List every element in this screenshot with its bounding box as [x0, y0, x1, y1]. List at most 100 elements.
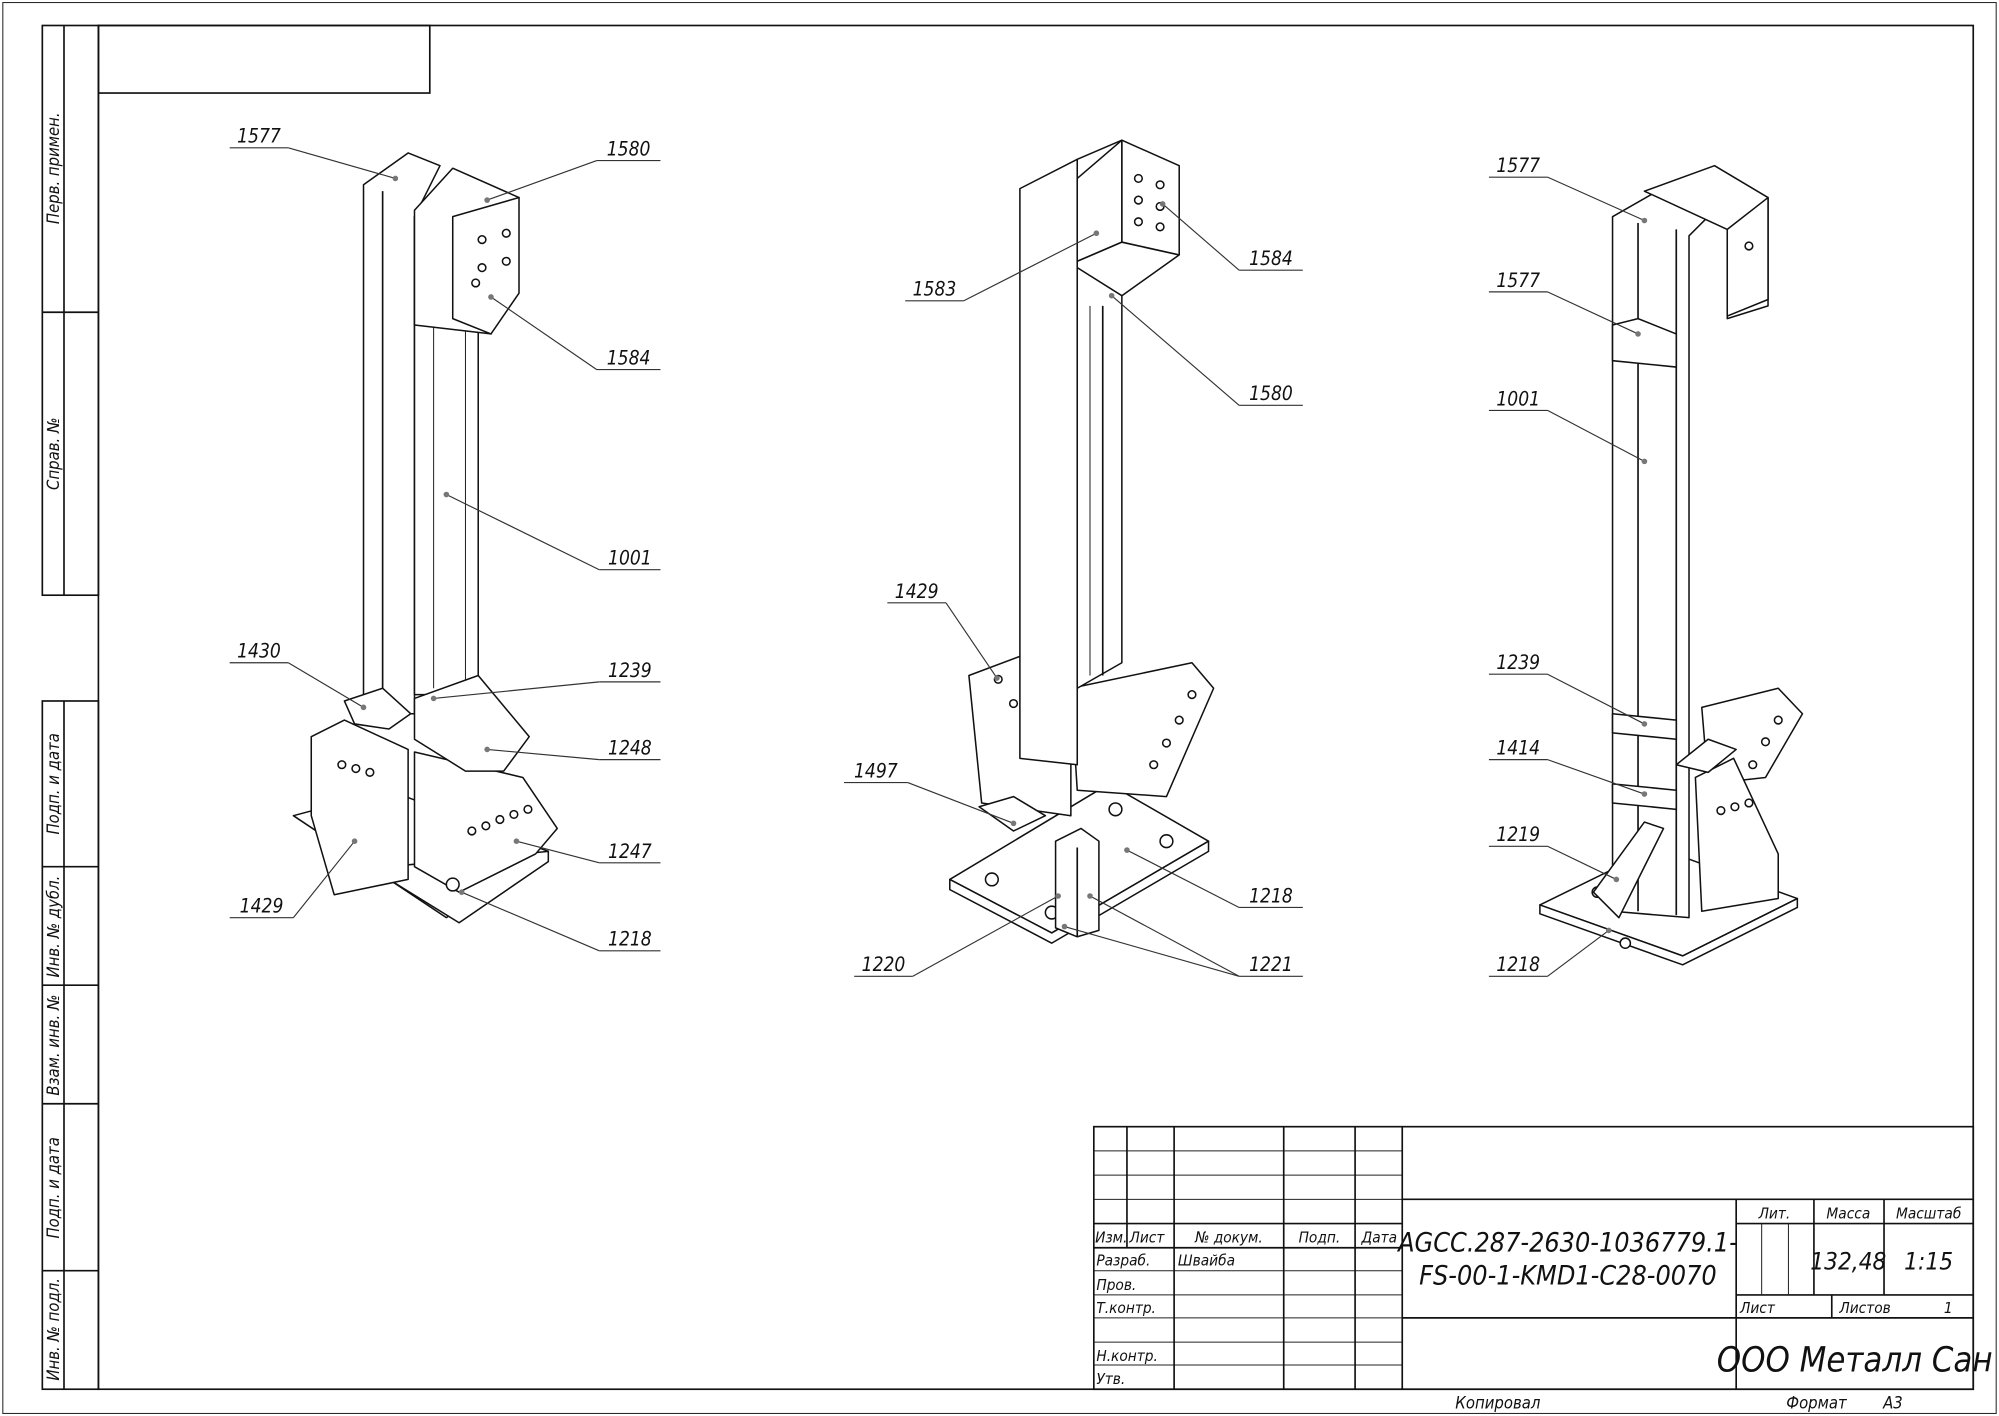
callout-dot: [513, 838, 520, 844]
callout-dot: [1641, 791, 1648, 797]
role-razrab: Разраб.: [1096, 1252, 1150, 1270]
callout-label: 1218: [1249, 884, 1293, 907]
lit-label: Лит.: [1758, 1204, 1791, 1222]
callout-1577: 1577: [1488, 154, 1648, 224]
callout-label: 1584: [1249, 247, 1293, 270]
callout-1577: 1577: [229, 125, 399, 182]
callout-dot: [1093, 230, 1100, 237]
designation-line-1: AGCC.287-2630-1036779.1-: [1396, 1228, 1738, 1259]
callout-1220: 1220: [854, 893, 1061, 977]
callout-leader: [963, 232, 1097, 302]
role-tkontr: Т.контр.: [1096, 1299, 1156, 1317]
callout-dot: [1641, 217, 1648, 224]
callout-leader: [1547, 291, 1639, 335]
callout-label: 1430: [237, 640, 281, 663]
callout-leader: [486, 160, 597, 201]
callout-label: 1577: [1496, 269, 1540, 292]
designation-line-2: FS-00-1-KMD1-C28-0070: [1419, 1261, 1717, 1292]
callout-label: 1497: [854, 759, 898, 782]
callout-label: 1414: [1496, 737, 1540, 760]
callout-1001: 1001: [443, 491, 661, 571]
header-doc-no: № докум.: [1194, 1229, 1263, 1247]
column-view-middle: [949, 139, 1215, 944]
callout-dot: [1641, 458, 1648, 465]
callout-dot: [1605, 927, 1612, 934]
callout-leader: [487, 748, 600, 761]
callout-leader: [490, 296, 598, 371]
callout-1580: 1580: [484, 137, 661, 203]
callout-label: 1001: [608, 547, 652, 570]
stamp-podp-data-1: Подп. и дата: [44, 733, 63, 834]
callout-leader: [1547, 759, 1645, 795]
callout-dot: [1641, 721, 1648, 727]
callout-leader: [945, 602, 998, 679]
callout-1218: 1218: [458, 889, 661, 952]
stamp-podp-data-2: Подп. и дата: [44, 1137, 63, 1238]
header-data: Дата: [1361, 1229, 1398, 1247]
callout-leader: [433, 681, 600, 700]
callout-layer: 1577 1580 1584 1001 1430 1239 1248 1247 1429 1218…: [229, 125, 1648, 977]
callout-leader: [1547, 845, 1617, 880]
callout-1218: 1218: [1124, 847, 1303, 909]
format-label: Формат: [1786, 1393, 1848, 1412]
callout-label: 1239: [608, 659, 652, 682]
callout-1429: 1429: [229, 838, 358, 919]
callout-label: 1221: [1249, 953, 1293, 976]
callout-label: 1218: [1496, 953, 1540, 976]
callout-1584: 1584: [1159, 201, 1303, 271]
callout-label: 1001: [1496, 387, 1540, 410]
stamp-sprav-no: Справ. №: [44, 418, 63, 490]
role-prov: Пров.: [1096, 1276, 1136, 1294]
callout-label: 1247: [608, 840, 652, 863]
mass-label: Масса: [1826, 1204, 1870, 1222]
callout-leader: [1547, 176, 1645, 222]
stamp-inv-podl: Инв. № подл.: [44, 1278, 63, 1381]
developer-name: Швайба: [1178, 1252, 1235, 1270]
column-view-left: [292, 152, 559, 924]
top-left-box: [97, 24, 431, 94]
column-view-right: [1539, 164, 1804, 966]
callout-1248: 1248: [484, 737, 661, 761]
callout-dot: [1087, 893, 1093, 899]
callout-dot: [392, 175, 399, 182]
callout-label: 1429: [240, 895, 284, 918]
callout-1239: 1239: [430, 659, 661, 702]
callout-dot: [484, 746, 490, 753]
callout-label: 1239: [1496, 651, 1540, 674]
callout-1429: 1429: [887, 580, 1000, 681]
callout-dot: [351, 838, 358, 844]
format-value: A3: [1882, 1393, 1903, 1412]
copied-label: Копировал: [1455, 1393, 1541, 1412]
callout-leader: [1547, 409, 1645, 462]
callout-leader: [1162, 203, 1240, 271]
callout-leader: [1547, 929, 1610, 977]
stamp-inv-dubl: Инв. № дубл.: [44, 876, 63, 978]
role-utv: Утв.: [1096, 1370, 1125, 1388]
callout-leader: [1064, 926, 1240, 977]
callout-dot: [458, 889, 465, 895]
callout-leader: [1111, 295, 1240, 406]
scale-label: Масштаб: [1896, 1204, 1962, 1222]
callout-dot: [1055, 893, 1061, 899]
callout-1221: 1221: [1061, 893, 1303, 977]
callout-dot: [484, 197, 490, 203]
callout-label: 1583: [913, 278, 957, 301]
callout-leader: [1089, 895, 1240, 977]
company-name: ООО Металл Сан: [1717, 1340, 1993, 1380]
callout-leader: [1126, 849, 1240, 908]
callout-1001: 1001: [1488, 387, 1648, 465]
callout-leader: [288, 147, 396, 179]
callout-dot: [1635, 331, 1641, 337]
callout-dot: [1613, 876, 1620, 883]
callout-label: 1218: [608, 928, 652, 951]
scale-value: 1:15: [1904, 1247, 1953, 1275]
callout-1577: 1577: [1488, 269, 1641, 337]
callout-label: 1584: [607, 347, 651, 370]
header-izm: Изм.: [1095, 1229, 1127, 1247]
callout-leader: [516, 840, 600, 864]
callout-leader: [461, 891, 600, 952]
callout-dot: [1124, 847, 1130, 853]
header-podp: Подп.: [1299, 1229, 1341, 1247]
